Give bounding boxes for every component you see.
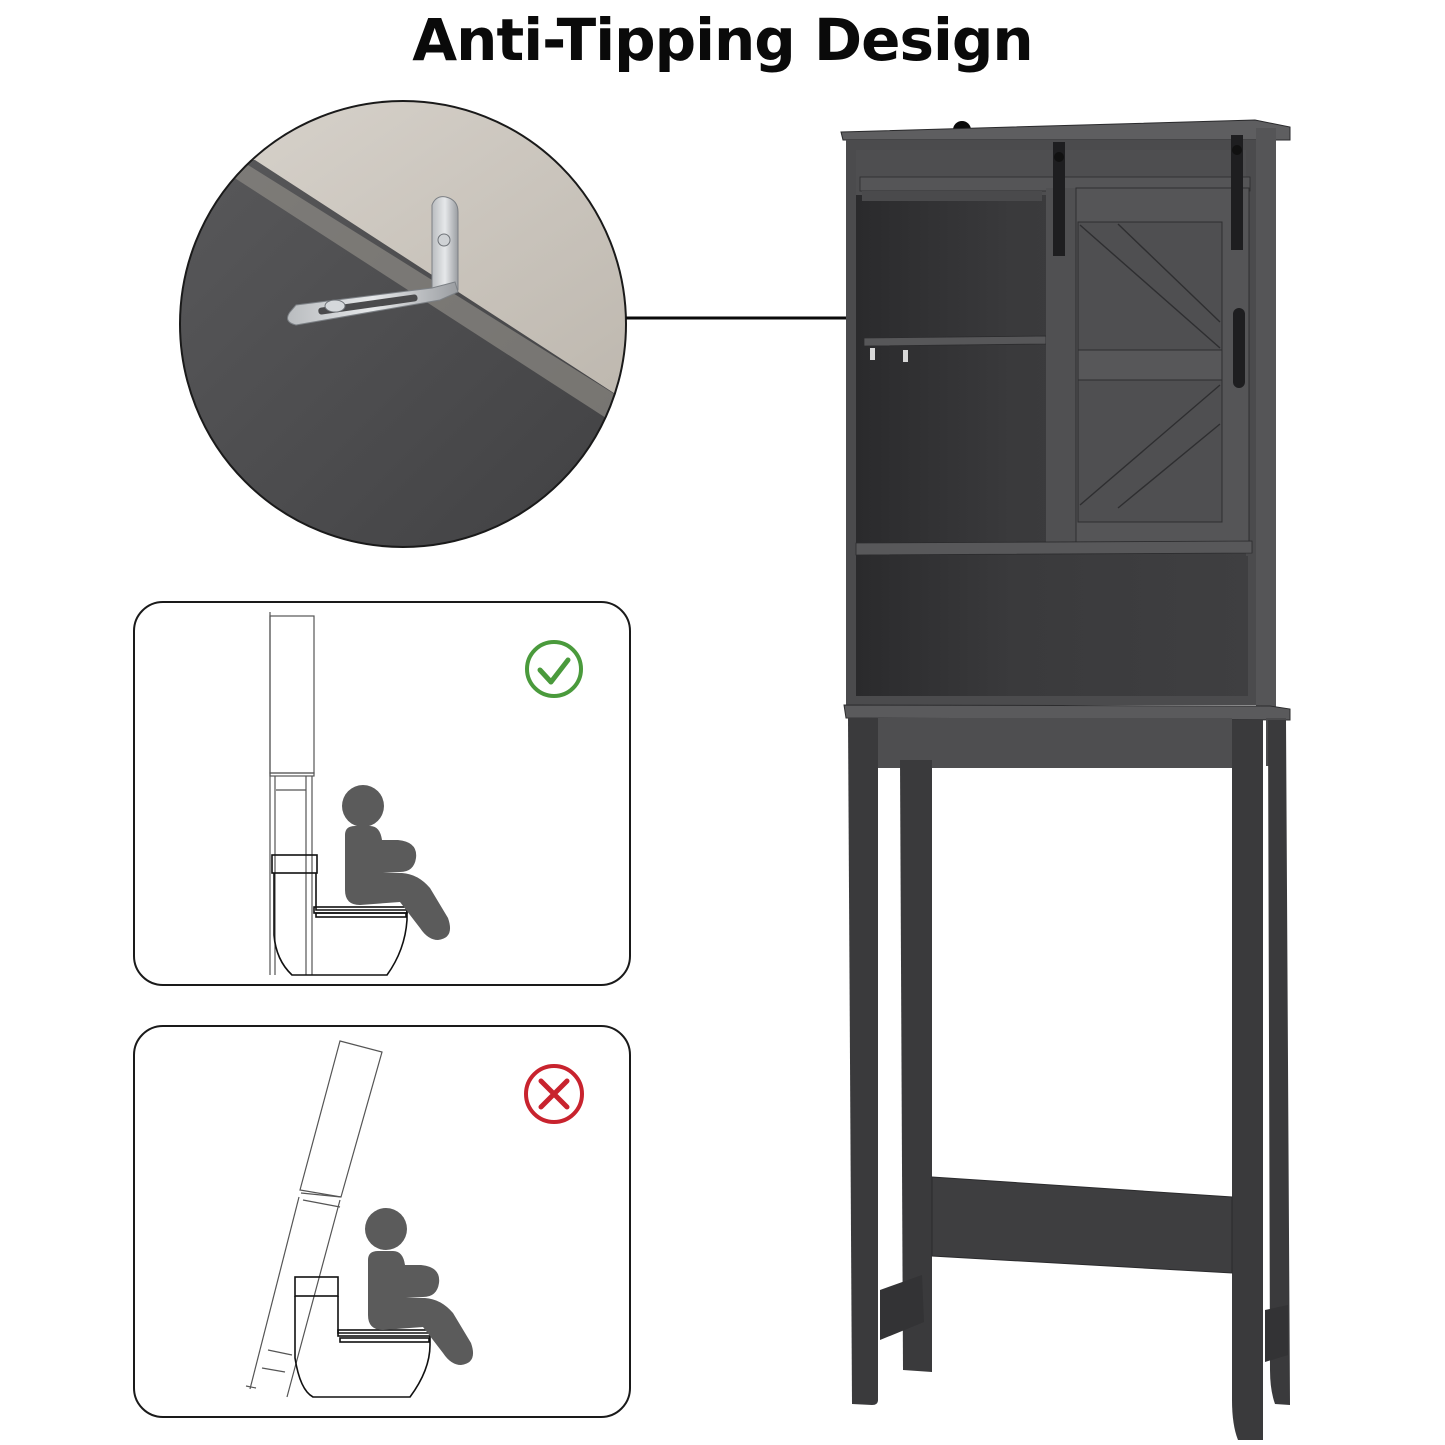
page-title: Anti-Tipping Design — [412, 6, 1033, 74]
scenario-panel-correct — [133, 601, 631, 986]
sliding-barn-door — [1075, 187, 1250, 545]
seated-person-icon — [342, 785, 451, 940]
barn-door-rail-hardware — [1053, 135, 1245, 388]
door-handle — [1233, 308, 1245, 388]
towel-hooks — [870, 348, 908, 362]
seated-person-icon — [365, 1208, 474, 1365]
bracket-detail-image — [180, 101, 626, 547]
